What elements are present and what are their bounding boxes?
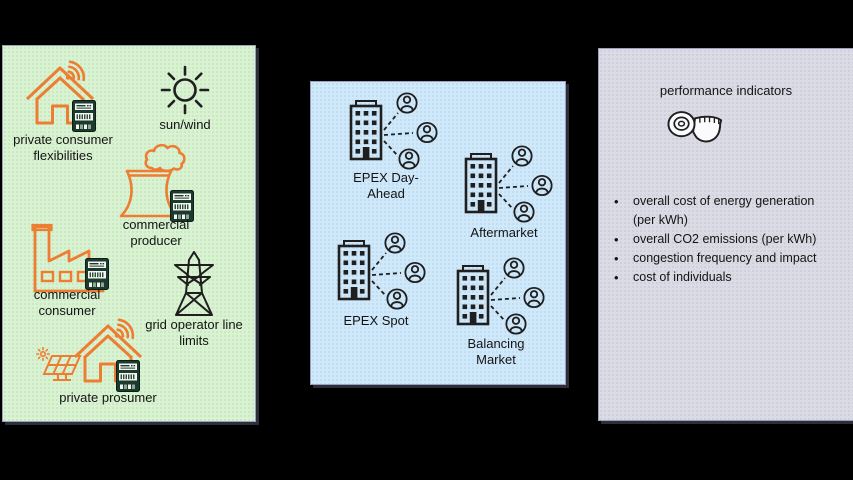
label-grid-operator: grid operator line limits [145, 317, 243, 348]
kpi-item: cost of individuals [607, 268, 819, 287]
market-building-participants-icon [348, 91, 440, 171]
kpi-text: congestion frequency and impact [633, 251, 817, 265]
panel-markets: EPEX Day-Ahead Aftermarket EPEX Spot Bal… [310, 81, 566, 385]
smart-meter-icon [85, 258, 109, 290]
label-sun-wind: sun/wind [159, 117, 211, 132]
measuring-tape-icon [667, 109, 725, 149]
label-aftermarket: Aftermarket [470, 225, 538, 240]
kpi-text: overall CO2 emissions (per kWh) [633, 232, 817, 246]
market-building-participants-icon [336, 231, 428, 311]
kpi-item: overall cost of energy generation (per k… [607, 192, 819, 230]
market-building-participants-icon [455, 256, 547, 336]
panel-performance-indicators: performance indicators overall cost of e… [598, 48, 853, 421]
transmission-tower-icon [171, 251, 217, 317]
label-private-prosumer: private prosumer [59, 390, 157, 405]
market-building-participants-icon [463, 144, 555, 224]
kpi-text: cost of individuals [633, 270, 732, 284]
kpi-text: overall cost of energy generation (per k… [633, 194, 815, 227]
label-balancing-market: Balancing Market [467, 336, 525, 367]
kpi-item: overall CO2 emissions (per kWh) [607, 230, 819, 249]
smart-meter-icon [116, 360, 140, 392]
sun-icon [157, 62, 213, 118]
label-epex-day-ahead: EPEX Day-Ahead [353, 170, 419, 201]
performance-indicators-title: performance indicators [659, 83, 793, 98]
smart-meter-icon [72, 100, 96, 132]
panel-scenario-actors: private consumer flexibilities sun/wind … [2, 45, 256, 422]
label-epex-spot: EPEX Spot [343, 313, 409, 328]
kpi-item: congestion frequency and impact [607, 249, 819, 268]
sun-sparkle-icon [36, 347, 50, 361]
label-commercial-consumer: commercial consumer [33, 287, 101, 318]
label-private-consumer: private consumer flexibilities [13, 132, 113, 163]
wifi-signal-icon [64, 56, 91, 83]
wifi-signal-icon [113, 314, 140, 341]
kpi-list: overall cost of energy generation (per k… [607, 192, 819, 287]
label-commercial-producer: commercial producer [122, 217, 190, 248]
